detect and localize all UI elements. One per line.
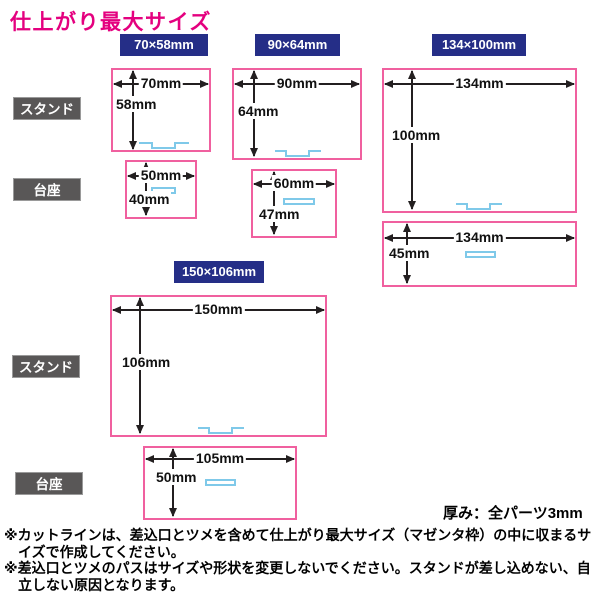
size-badge-70x58: 70×58mm bbox=[120, 34, 208, 56]
note-cutline: ※カットラインは、差込口とツメを含めて仕上がり最大サイズ（マゼンタ枠）の中に収ま… bbox=[4, 527, 592, 560]
insert-tab-cutline bbox=[275, 150, 321, 157]
row-label-stand-top: スタンド bbox=[13, 97, 81, 120]
note-slot-tab-path: ※差込口とツメのパスはサイズや形状を変更しないでください。スタンドが差し込めない… bbox=[4, 560, 591, 593]
page-title: 仕上がり最大サイズ bbox=[10, 11, 212, 34]
height-dimension-label: 58mm bbox=[114, 96, 159, 112]
height-dimension-label: 64mm bbox=[236, 103, 281, 119]
insert-tab-cutline bbox=[456, 203, 502, 210]
size-badge-90x64: 90×64mm bbox=[255, 34, 340, 56]
insert-slot-cutline bbox=[465, 251, 496, 258]
thickness-note: 厚み：全パーツ3mm bbox=[443, 505, 583, 522]
width-dimension-label: 134mm bbox=[453, 75, 506, 91]
height-dimension-label: 47mm bbox=[257, 206, 302, 222]
row-label-stand-bottom: スタンド bbox=[12, 355, 80, 378]
insert-slot-cutline bbox=[283, 198, 315, 205]
base-50x40-outline: 50mm 40mm bbox=[125, 160, 197, 219]
width-dimension-label: 90mm bbox=[274, 75, 320, 91]
base-60x47-outline: 60mm 47mm bbox=[251, 169, 337, 238]
stand-150x106-outline: 150mm 106mm bbox=[110, 295, 327, 437]
stand-70x58-outline: 70mm 58mm bbox=[111, 68, 211, 152]
footer-notes: ※カットラインは、差込口とツメを含めて仕上がり最大サイズ（マゼンタ枠）の中に収ま… bbox=[4, 527, 600, 593]
insert-slot-cutline bbox=[205, 479, 236, 486]
height-dimension-label: 106mm bbox=[120, 354, 173, 370]
width-dimension-label: 105mm bbox=[193, 450, 247, 466]
width-dimension-label: 60mm bbox=[271, 175, 317, 191]
height-dimension-label: 40mm bbox=[127, 191, 172, 207]
size-badge-150x106: 150×106mm bbox=[174, 261, 264, 283]
base-134x45-outline: 134mm 45mm bbox=[382, 221, 577, 287]
width-dimension-label: 50mm bbox=[138, 167, 184, 183]
width-dimension-label: 150mm bbox=[192, 301, 245, 317]
base-105x50-outline: 105mm 50mm bbox=[143, 446, 297, 520]
row-label-base-top: 台座 bbox=[13, 178, 81, 201]
width-dimension-label: 134mm bbox=[453, 229, 506, 245]
insert-tab-cutline bbox=[198, 427, 244, 434]
height-dimension-label: 45mm bbox=[387, 245, 432, 261]
height-dimension-label: 50mm bbox=[154, 469, 199, 485]
insert-tab-cutline bbox=[139, 142, 189, 149]
stand-90x64-outline: 90mm 64mm bbox=[232, 68, 362, 160]
row-label-base-bottom: 台座 bbox=[15, 472, 83, 495]
stand-134x100-outline: 134mm 100mm bbox=[382, 68, 577, 213]
height-dimension-label: 100mm bbox=[390, 127, 443, 143]
width-dimension-label: 70mm bbox=[138, 75, 184, 91]
height-dimension-arrow bbox=[142, 162, 150, 216]
size-badge-134x100: 134×100mm bbox=[432, 34, 526, 56]
